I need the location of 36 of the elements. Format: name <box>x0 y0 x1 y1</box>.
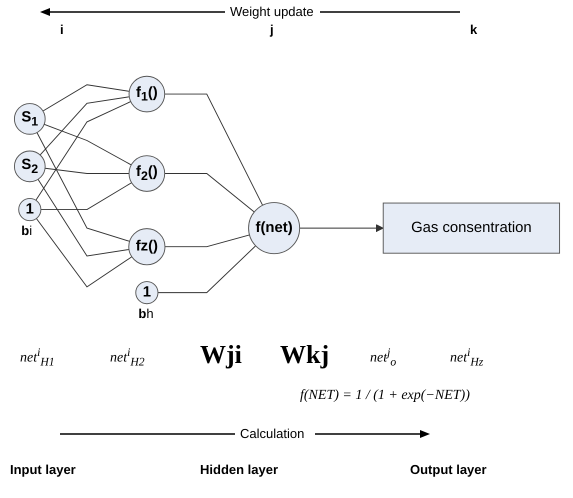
connector <box>40 182 132 210</box>
connector <box>34 101 131 201</box>
connector <box>39 96 130 156</box>
index-label: j <box>270 22 274 37</box>
connector <box>164 94 263 206</box>
connector <box>43 124 132 166</box>
weight-label: Wji <box>200 340 242 370</box>
connector <box>35 218 132 288</box>
bias-label: bh <box>138 306 154 321</box>
node-circle: f$_{2}$() <box>128 155 165 192</box>
layer-label: Hidden layer <box>200 462 278 477</box>
connector <box>164 234 250 248</box>
bias-label: bi <box>21 222 32 238</box>
connector <box>157 245 256 294</box>
layer-label: Output layer <box>410 462 487 477</box>
node-circle: f$_{1}$() <box>128 76 165 112</box>
connector <box>36 132 130 242</box>
node-circle: S$_{1}$ <box>13 103 46 135</box>
node-circle: fz() <box>128 228 165 266</box>
connector <box>42 84 130 112</box>
layer-label: Input layer <box>10 462 76 477</box>
node-circle: f(net) <box>248 202 300 254</box>
node-circle: 1 <box>134 281 158 304</box>
arrow-label: Calculation <box>240 426 304 441</box>
weight-label: Wkj <box>280 340 330 370</box>
arrow-label: Weight update <box>230 4 314 19</box>
arrow <box>298 224 384 232</box>
node-circle: S$_{2}$ <box>13 150 46 182</box>
formula: f(NET) = 1 / (1 + exp(−NET)) <box>300 388 470 404</box>
index-label: k <box>470 22 478 37</box>
connector <box>44 168 129 174</box>
node-circle: 1 <box>18 198 41 222</box>
connector <box>164 173 254 212</box>
connector <box>37 178 129 256</box>
index-label: i <box>60 22 64 37</box>
node-box: Gas consentration <box>382 202 560 254</box>
